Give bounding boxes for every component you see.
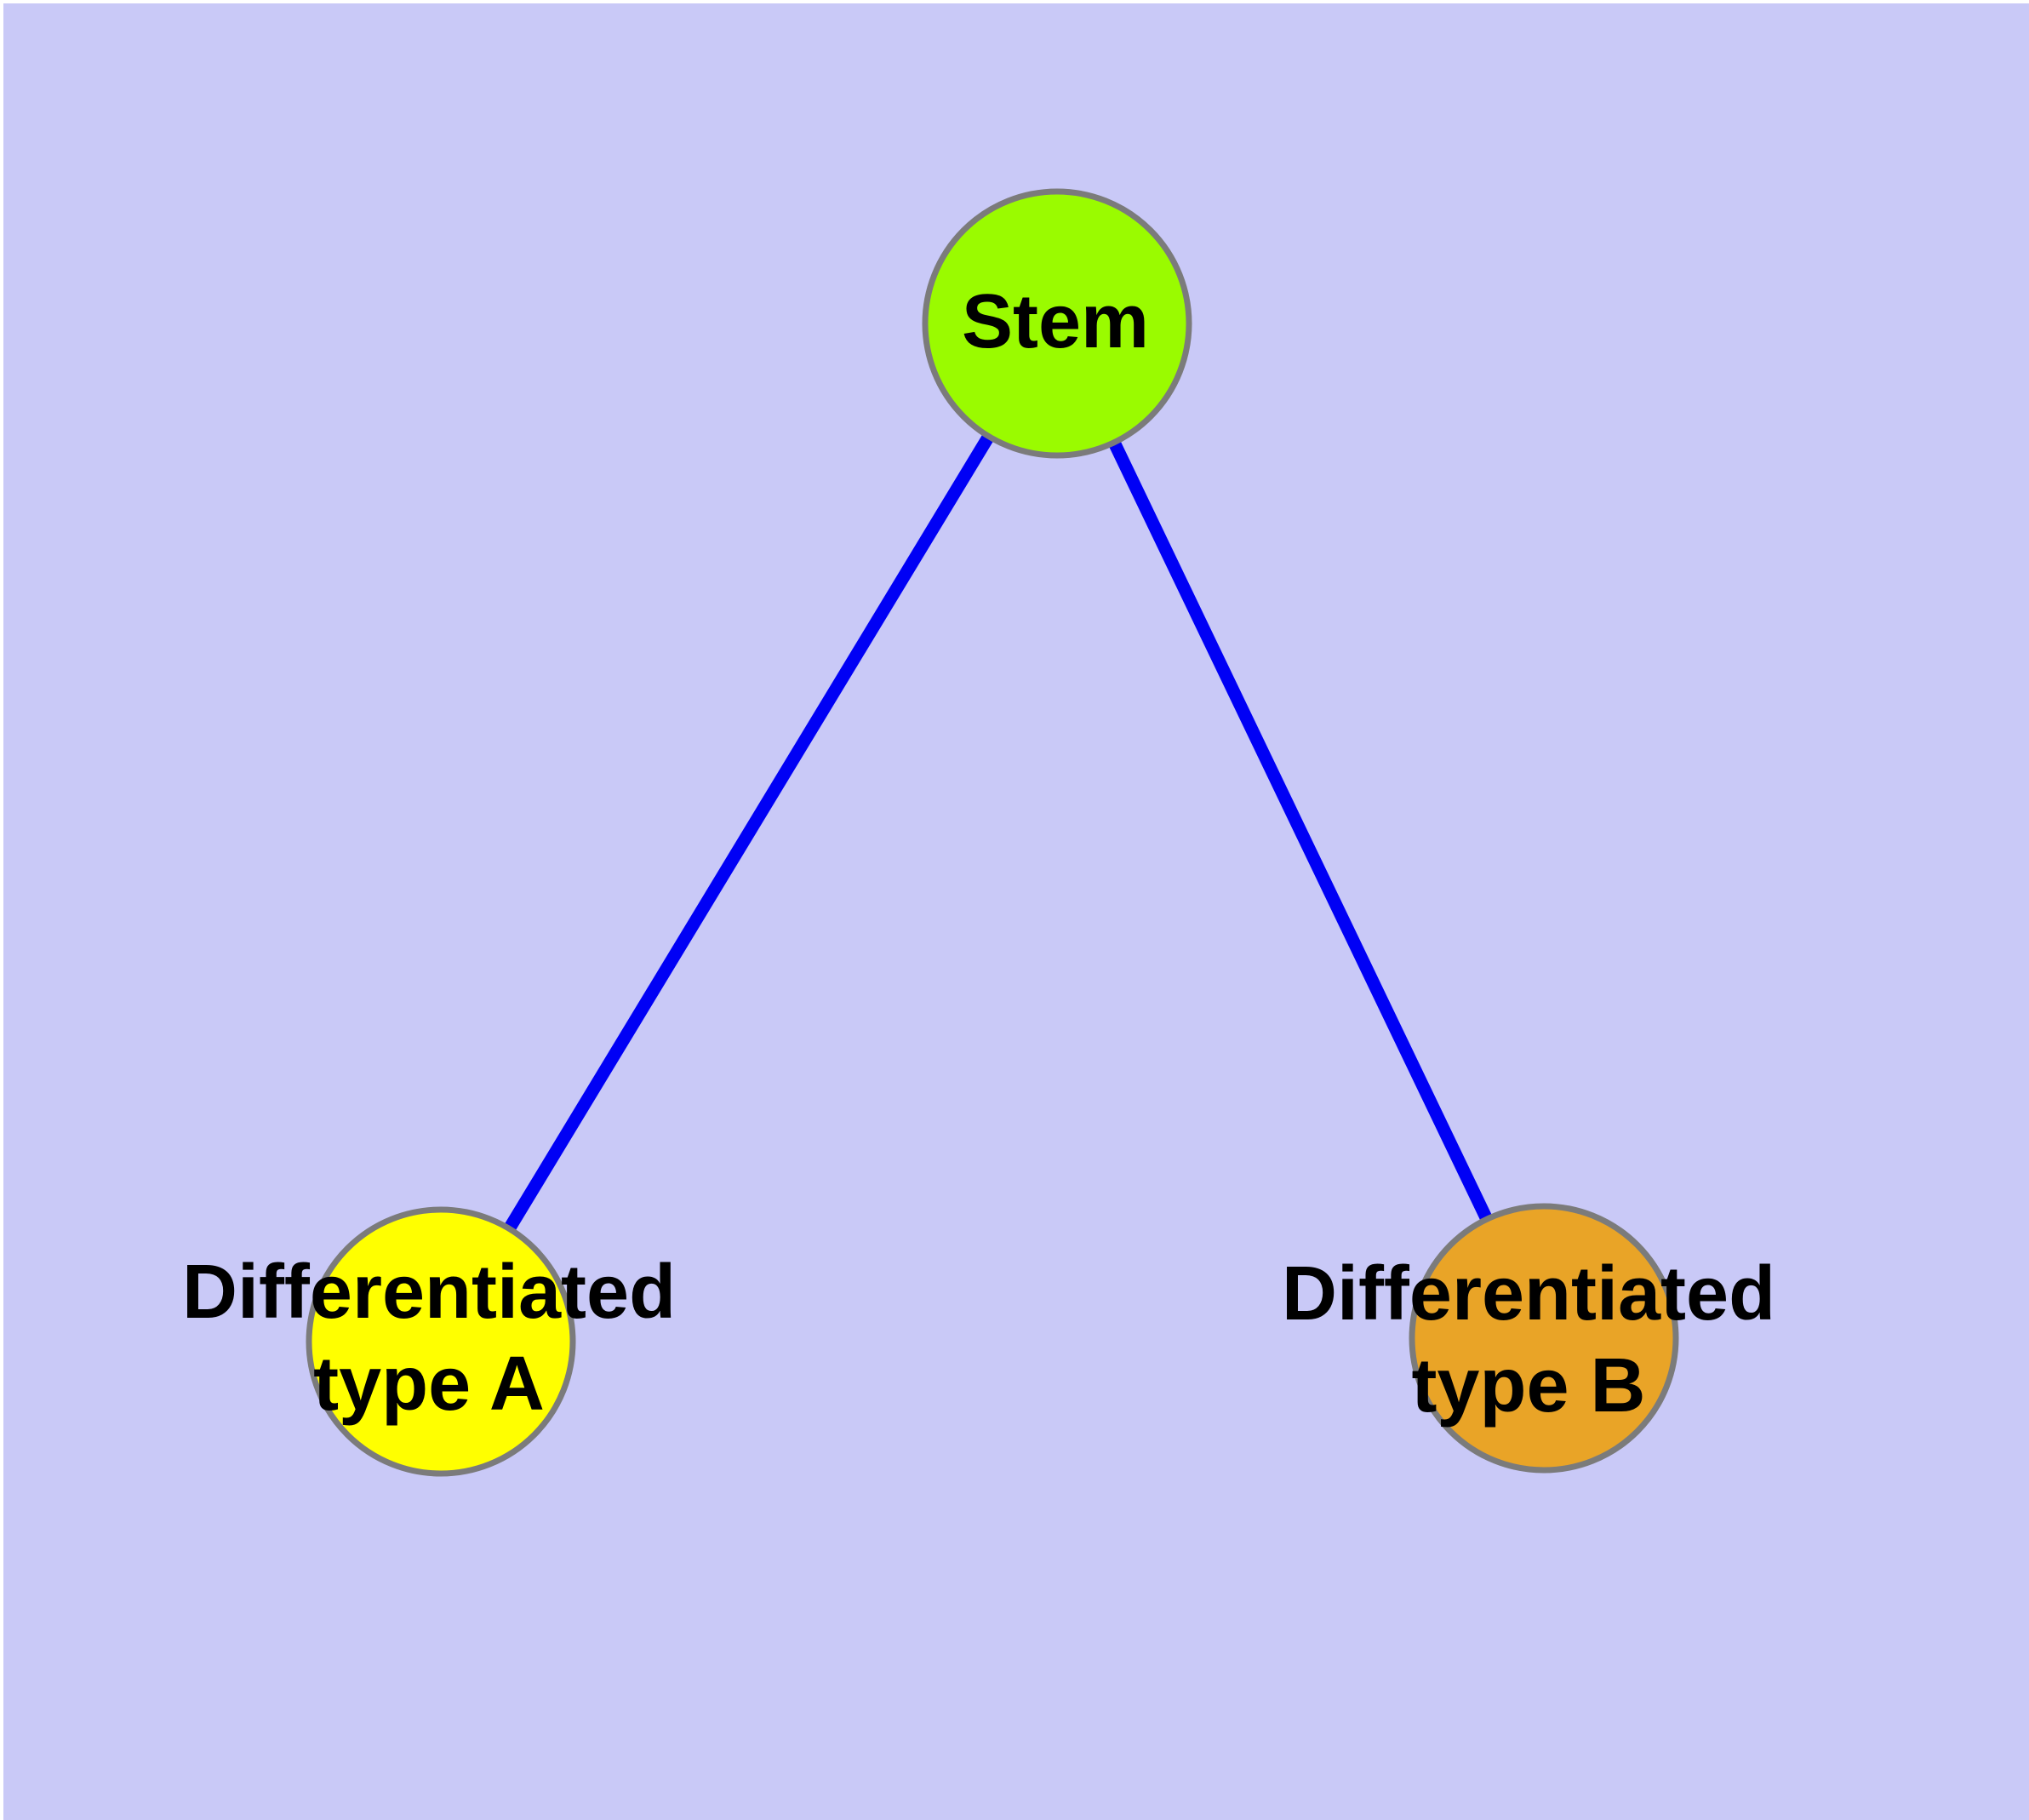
node-stem [922, 188, 1192, 459]
diagram-canvas: Stem Differentiated type A Differentiate… [3, 3, 2029, 1820]
graph-svg [306, 188, 1679, 1477]
type-b-label-line2: type B [1411, 1343, 1646, 1428]
stem-node-label: Stem [961, 279, 1150, 364]
node-type-b [1409, 1203, 1679, 1474]
node-type-a-circle [306, 1206, 576, 1477]
type-b-node-label: Differentiated type B [1282, 1248, 1775, 1432]
edge-stem-to-type-b [1051, 320, 1550, 1342]
type-a-label-line2: type A [313, 1342, 545, 1427]
type-b-label-line1: Differentiated [1281, 1251, 1776, 1336]
node-stem-circle [922, 188, 1192, 459]
type-a-label-line1: Differentiated [181, 1250, 677, 1335]
node-type-b-circle [1409, 1203, 1679, 1474]
node-type-a [306, 1206, 576, 1477]
edge-stem-to-type-a [435, 320, 1063, 1345]
type-a-node-label: Differentiated type A [182, 1246, 676, 1430]
